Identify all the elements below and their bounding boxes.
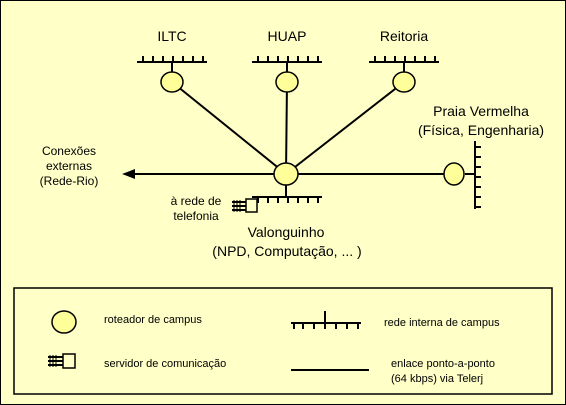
internal-networks — [137, 56, 481, 209]
legend-comm-server-label: servidor de comunicação — [104, 358, 227, 370]
legend-comm-server-icon — [48, 353, 76, 369]
legend-link-label-1: enlace ponto-a-ponto — [391, 358, 495, 370]
network-bus-iltc — [137, 56, 207, 72]
label-conexoes-2: externas — [45, 159, 93, 173]
legend-router-label: roteador de campus — [104, 314, 202, 326]
router-iltc — [160, 71, 184, 93]
router-reitoria — [392, 71, 416, 93]
label-telefonia-1: à rede de — [170, 194, 222, 208]
routers — [160, 71, 465, 186]
network-bus-valonguinho — [252, 185, 322, 203]
legend-box — [13, 287, 553, 395]
label-conexoes-1: Conexões — [41, 144, 97, 158]
comm-server-icon — [232, 198, 258, 213]
label-valonguinho-sub: (NPD, Computação, ... ) — [212, 243, 362, 259]
legend-network-icon — [291, 311, 361, 329]
link-reitoria — [285, 81, 405, 175]
router-praia-vermelha — [443, 162, 465, 186]
router-valonguinho — [273, 162, 299, 186]
label-huap: HUAP — [267, 28, 307, 44]
legend-network-label: rede interna de campus — [384, 317, 500, 329]
point-to-point-links — [133, 81, 454, 175]
network-bus-huap — [252, 56, 322, 72]
label-reitoria: Reitoria — [379, 28, 429, 44]
label-iltc: ILTC — [157, 28, 187, 44]
router-huap — [275, 71, 299, 93]
label-telefonia-2: telefonia — [173, 209, 219, 223]
external-arrow-head — [122, 169, 135, 179]
label-praia-vermelha: Praia Vermelha — [433, 103, 529, 119]
link-iltc — [171, 81, 287, 175]
label-valonguinho: Valonguinho — [247, 224, 325, 240]
label-conexoes-3: (Rede-Rio) — [39, 174, 99, 188]
label-praia-vermelha-sub: (Física, Engenharia) — [417, 122, 545, 138]
legend-link-label-2: (64 kbps) via Telerj — [391, 373, 484, 385]
link-huap — [285, 81, 288, 175]
legend-router-icon — [51, 310, 77, 334]
network-bus-reitoria — [369, 56, 439, 72]
network-bus-praia-vermelha — [465, 141, 481, 209]
